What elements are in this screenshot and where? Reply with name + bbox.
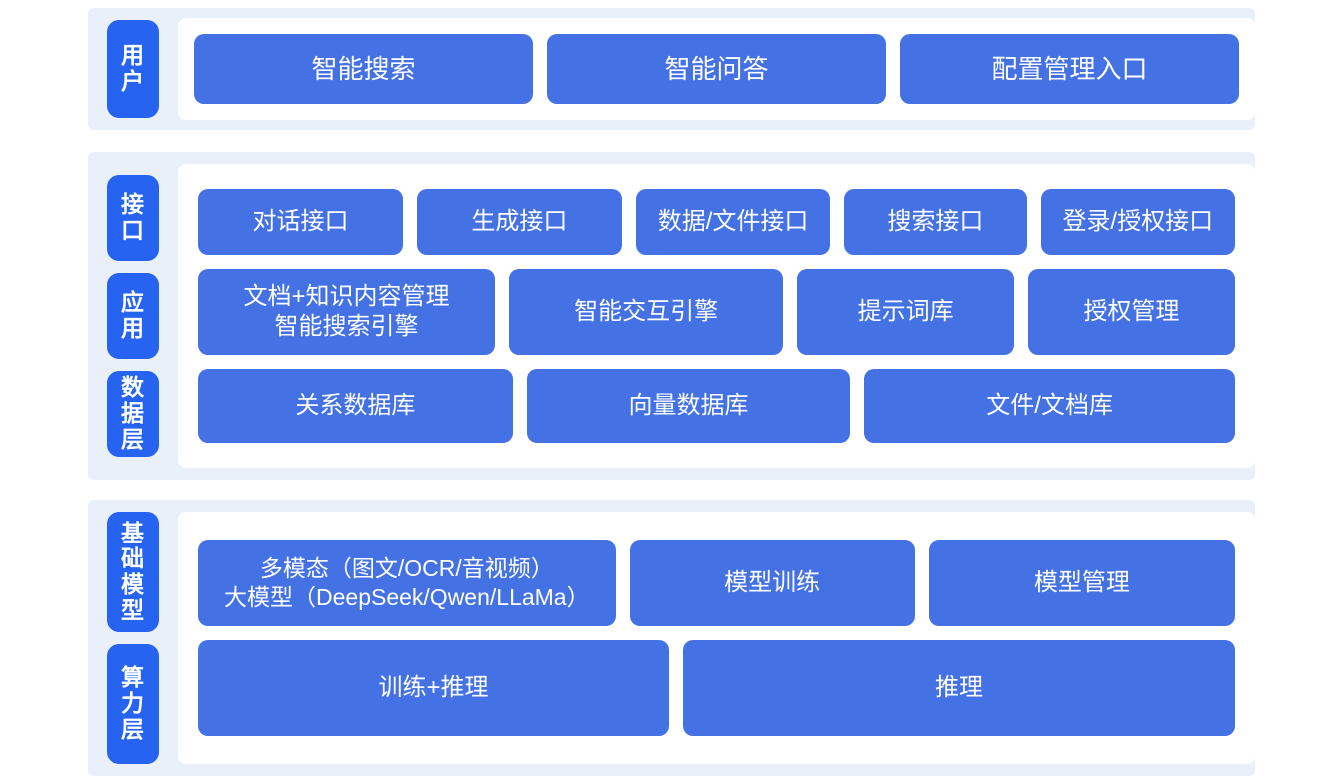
layer-tab-data[interactable]: 数据层 <box>107 371 159 457</box>
layer-tab-user[interactable]: 用户 <box>107 20 159 118</box>
box-search-api[interactable]: 搜索接口 <box>844 189 1027 255</box>
row-user-entries: 智能搜索 智能问答 配置管理入口 <box>194 34 1239 104</box>
row-foundation-model: 多模态（图文/OCR/音视频） 大模型（DeepSeek/Qwen/LLaMa）… <box>198 540 1235 626</box>
row-compute-layer: 训练+推理 推理 <box>198 640 1235 736</box>
box-training-plus-inference[interactable]: 训练+推理 <box>198 640 669 736</box>
box-multimodal-large-model[interactable]: 多模态（图文/OCR/音视频） 大模型（DeepSeek/Qwen/LLaMa） <box>198 540 616 626</box>
layer-tab-application[interactable]: 应用 <box>107 273 159 359</box>
box-authorization-management[interactable]: 授权管理 <box>1027 269 1235 355</box>
layer-tab-foundation-model[interactable]: 基础模型 <box>107 512 159 632</box>
box-generation-api[interactable]: 生成接口 <box>416 189 622 255</box>
box-config-management-entry[interactable]: 配置管理入口 <box>900 34 1239 104</box>
box-data-file-api[interactable]: 数据/文件接口 <box>635 189 831 255</box>
box-model-training[interactable]: 模型训练 <box>629 540 915 626</box>
box-document-knowledge-management[interactable]: 文档+知识内容管理 智能搜索引擎 <box>198 269 495 355</box>
box-vector-database[interactable]: 向量数据库 <box>526 369 851 443</box>
layer-group-middle: 接口 应用 数据层 对话接口 生成接口 数据/文件接口 搜索接口 登录/授权接口… <box>88 152 1255 480</box>
box-intelligent-qa[interactable]: 智能问答 <box>547 34 886 104</box>
layer-group-base: 基础模型 算力层 多模态（图文/OCR/音视频） 大模型（DeepSeek/Qw… <box>88 500 1255 776</box>
box-dialog-api[interactable]: 对话接口 <box>198 189 403 255</box>
box-prompt-library[interactable]: 提示词库 <box>797 269 1014 355</box>
layer-group-user: 用户 智能搜索 智能问答 配置管理入口 <box>88 8 1255 130</box>
panel-base: 多模态（图文/OCR/音视频） 大模型（DeepSeek/Qwen/LLaMa）… <box>178 512 1255 764</box>
box-intelligent-search[interactable]: 智能搜索 <box>194 34 533 104</box>
box-file-document-store[interactable]: 文件/文档库 <box>864 369 1235 443</box>
row-application: 文档+知识内容管理 智能搜索引擎 智能交互引擎 提示词库 授权管理 <box>198 269 1235 355</box>
panel-middle: 对话接口 生成接口 数据/文件接口 搜索接口 登录/授权接口 文档+知识内容管理… <box>178 164 1255 468</box>
box-intelligent-interaction-engine[interactable]: 智能交互引擎 <box>508 269 784 355</box>
layer-tab-compute[interactable]: 算力层 <box>107 644 159 764</box>
layer-tab-interface[interactable]: 接口 <box>107 175 159 261</box>
row-data-layer: 关系数据库 向量数据库 文件/文档库 <box>198 369 1235 443</box>
box-login-auth-api[interactable]: 登录/授权接口 <box>1040 189 1235 255</box>
tab-rail-user: 用户 <box>88 8 178 130</box>
tab-rail-base: 基础模型 算力层 <box>88 500 178 776</box>
row-interface: 对话接口 生成接口 数据/文件接口 搜索接口 登录/授权接口 <box>198 189 1235 255</box>
panel-user: 智能搜索 智能问答 配置管理入口 <box>178 18 1255 120</box>
box-inference[interactable]: 推理 <box>682 640 1235 736</box>
box-model-management[interactable]: 模型管理 <box>928 540 1235 626</box>
box-relational-database[interactable]: 关系数据库 <box>198 369 513 443</box>
tab-rail-middle: 接口 应用 数据层 <box>88 152 178 480</box>
